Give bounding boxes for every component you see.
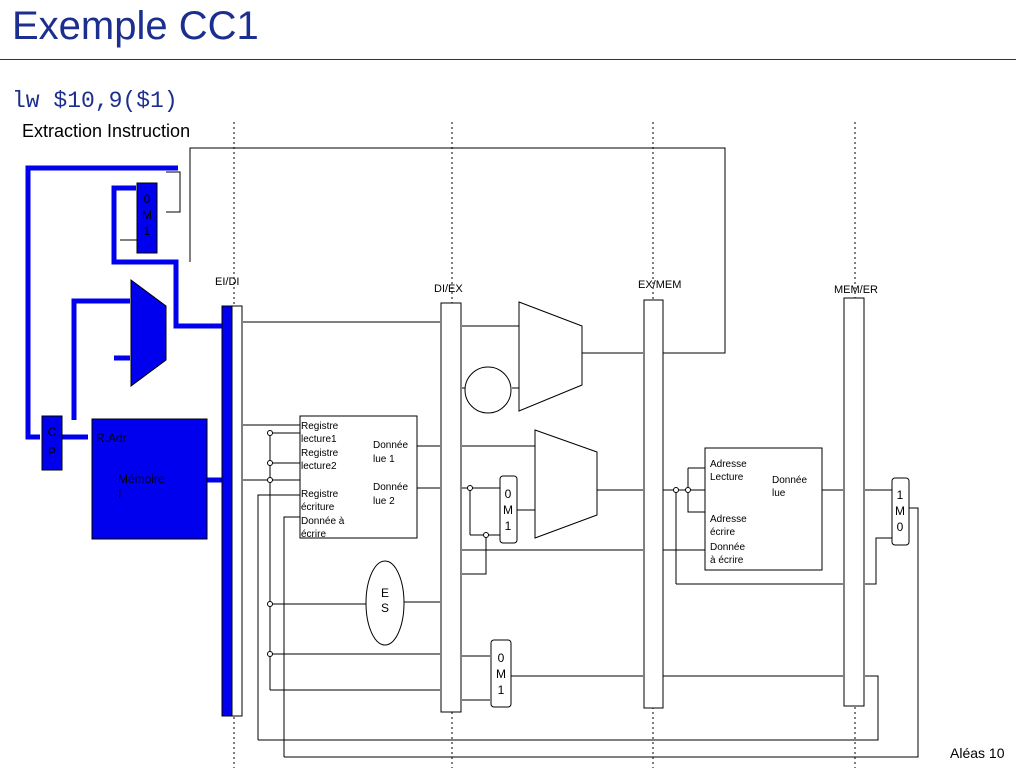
pipeline-register-ei-di-active xyxy=(221,305,233,717)
rf-read1-a: Registre xyxy=(301,421,339,432)
regdst-mux-label-0: 0 xyxy=(498,651,505,665)
alu-mux-label-m: M xyxy=(503,503,513,517)
rf-data1-a: Donnée xyxy=(373,440,408,451)
pipeline-register-ex-mem xyxy=(643,299,664,709)
alu-mux-label-1: 1 xyxy=(505,519,512,533)
wb-mux-label-1: 1 xyxy=(897,488,904,502)
instruction-text: lw $10,9($1) xyxy=(12,88,178,114)
slide-footer: Aléas 10 xyxy=(950,745,1005,761)
rf-write-data-b: écrire xyxy=(301,529,326,540)
imem-read-address: R.Adr xyxy=(96,431,127,445)
pipeline-register-di-ex xyxy=(440,302,462,713)
sign-extend xyxy=(365,560,405,646)
mem-to-reg-mux xyxy=(891,477,910,546)
register-file xyxy=(299,415,418,539)
label-ex-mem: EX/MEM xyxy=(638,279,681,291)
rf-write-reg-a: Registre xyxy=(301,489,339,500)
program-counter xyxy=(41,415,63,471)
instruction-memory xyxy=(91,418,208,540)
imem-label-1: Mémoire xyxy=(118,472,165,486)
dmem-data-out-b: lue xyxy=(772,488,786,499)
datapath-wires xyxy=(120,147,919,758)
pc-mux-label-0: 0 xyxy=(144,192,151,206)
title-divider xyxy=(0,59,1016,60)
label-ei-di: EI/DI xyxy=(215,276,239,288)
pc-label-c: C xyxy=(48,425,57,439)
dmem-data-in-b: à écrire xyxy=(710,555,744,566)
rf-data2-b: lue 2 xyxy=(373,496,395,507)
rf-read1-b: lecture1 xyxy=(301,434,337,445)
sign-extend-label-e: E xyxy=(381,586,389,600)
dmem-addr-read-a: Adresse xyxy=(710,459,747,470)
label-di-ex: DI/EX xyxy=(434,283,463,295)
dmem-addr-read-b: Lecture xyxy=(710,472,744,483)
rf-data2-a: Donnée xyxy=(373,482,408,493)
data-memory xyxy=(704,447,823,571)
wb-mux-label-m: M xyxy=(895,504,905,518)
pc-label-p: P xyxy=(48,445,56,459)
dmem-data-out-a: Donnée xyxy=(772,475,807,486)
pc-adder xyxy=(130,279,167,387)
regdst-mux-label-1: 1 xyxy=(498,683,505,697)
pipeline-register-mem-er xyxy=(843,297,865,707)
dmem-data-in-a: Donnée xyxy=(710,542,745,553)
wire-junctions xyxy=(267,430,691,657)
slide-title: Exemple CC1 xyxy=(12,4,259,48)
branch-adder xyxy=(518,301,583,412)
rf-read2-b: lecture2 xyxy=(301,461,337,472)
pc-mux xyxy=(136,182,158,254)
rf-data1-b: lue 1 xyxy=(373,454,395,465)
dmem-addr-write-a: Adresse xyxy=(710,514,747,525)
active-fetch-wires xyxy=(25,165,222,483)
regdst-mux-label-m: M xyxy=(496,667,506,681)
shift-left-unit xyxy=(464,366,512,414)
pipeline-register-ei-di xyxy=(231,305,243,717)
stage-subtitle: Extraction Instruction xyxy=(22,121,191,141)
rf-write-data-a: Donnée à xyxy=(301,516,345,527)
imem-label-2: I xyxy=(118,487,121,501)
pc-mux-label-m: M xyxy=(142,208,152,222)
rf-read2-a: Registre xyxy=(301,448,339,459)
alu xyxy=(534,429,598,539)
pc-mux-label-1: 1 xyxy=(144,224,151,238)
dmem-addr-write-b: écrire xyxy=(710,527,735,538)
wb-mux-label-0: 0 xyxy=(897,520,904,534)
alu-src-mux xyxy=(499,475,518,544)
alu-mux-label-0: 0 xyxy=(505,487,512,501)
sign-extend-label-s: S xyxy=(381,601,389,615)
label-mem-er: MEM/ER xyxy=(834,284,878,296)
reg-dst-mux xyxy=(490,639,512,708)
rf-write-reg-b: écriture xyxy=(301,502,335,513)
